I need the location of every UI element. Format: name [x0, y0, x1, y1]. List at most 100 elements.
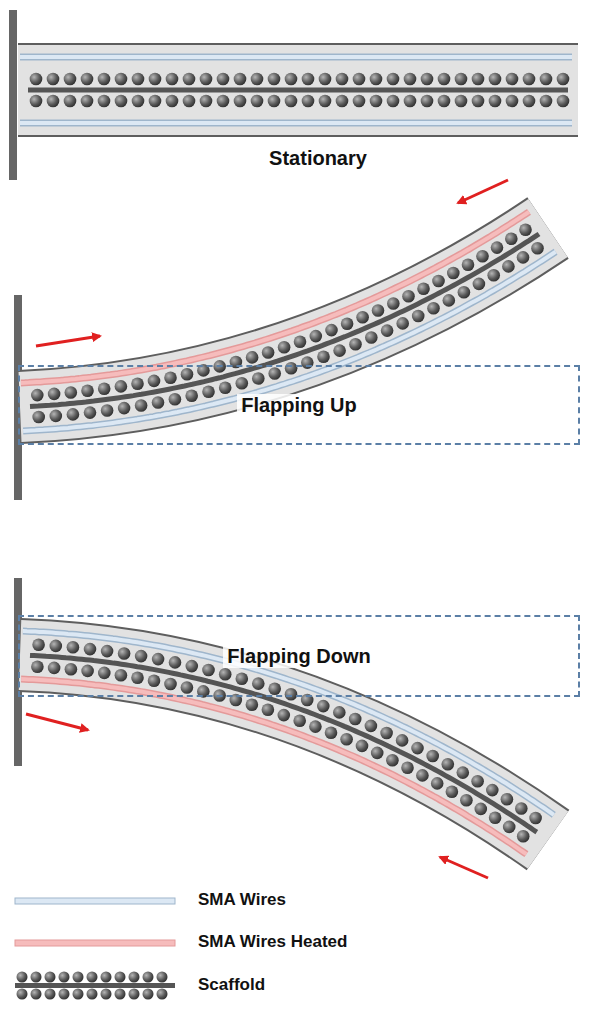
scaffold-ball [98, 667, 111, 680]
scaffold-ball [356, 740, 369, 753]
scaffold-ball [302, 73, 315, 86]
scaffold-ball [50, 640, 63, 653]
scaffold-ball [460, 794, 473, 807]
scaffold-ball [438, 73, 451, 86]
sma-wire [23, 252, 556, 431]
scaffold-ball [50, 410, 63, 423]
scaffold-ball [387, 73, 400, 86]
scaffold-ball [200, 95, 213, 108]
scaffold-ball [262, 346, 275, 359]
legend-sample [45, 972, 56, 983]
scaffold-ball [365, 331, 378, 344]
scaffold-ball [31, 389, 44, 402]
scaffold-ball [401, 761, 414, 774]
scaffold-ball [285, 73, 298, 86]
scaffold-ball [30, 73, 43, 86]
legend-sample [157, 972, 168, 983]
scaffold-ball [309, 720, 322, 733]
scaffold-ball [472, 73, 485, 86]
scaffold-ball [505, 233, 518, 246]
scaffold-ball [251, 73, 264, 86]
scaffold-ball [411, 742, 424, 755]
scaffold-ball [473, 278, 486, 291]
scaffold-ball [319, 95, 332, 108]
scaffold-bar [30, 655, 537, 832]
legend-sample [15, 983, 175, 988]
scaffold-ball [236, 673, 249, 686]
scaffold-ball [101, 404, 114, 417]
scaffold-ball [219, 381, 232, 394]
scaffold-ball [317, 700, 330, 713]
scaffold-ball [81, 73, 94, 86]
scaffold-ball [115, 73, 128, 86]
scaffold-ball [458, 286, 471, 299]
scaffold-ball [252, 372, 265, 385]
scaffold-ball [396, 317, 409, 330]
scaffold-ball [540, 73, 553, 86]
scaffold-ball [503, 821, 516, 834]
scaffold-ball [333, 344, 346, 357]
scaffold-ball [438, 95, 451, 108]
state-label: Stationary [269, 147, 367, 170]
legend-text: SMA Wires [198, 890, 286, 910]
scaffold-ball [540, 95, 553, 108]
scaffold-ball [523, 95, 536, 108]
scaffold-ball [252, 677, 265, 690]
scaffold-ball [396, 734, 409, 747]
scaffold-ball [98, 95, 111, 108]
scaffold-ball [183, 73, 196, 86]
legend-sample [157, 989, 168, 1000]
legend-sample [143, 989, 154, 1000]
scaffold-ball [501, 793, 514, 806]
scaffold-ball [519, 223, 532, 236]
scaffold-ball [217, 95, 230, 108]
sma-wire [21, 212, 529, 383]
legend-sample [101, 989, 112, 1000]
scaffold-ball [84, 406, 97, 419]
scaffold-ball [325, 324, 338, 337]
scaffold-ball [333, 706, 346, 719]
scaffold-ball [442, 758, 455, 771]
scaffold-ball [340, 733, 353, 746]
scaffold-ball [285, 95, 298, 108]
scaffold-ball [462, 258, 475, 271]
scaffold-ball [81, 95, 94, 108]
scaffold-ball [251, 95, 264, 108]
legend-sample [31, 972, 42, 983]
scaffold-ball [472, 95, 485, 108]
scaffold-ball [489, 812, 502, 825]
scaffold-ball [181, 681, 194, 694]
scaffold-ball [131, 378, 144, 391]
scaffold-ball [65, 386, 78, 399]
scaffold-ball [268, 95, 281, 108]
legend-sample [45, 989, 56, 1000]
scaffold-ball [426, 750, 439, 763]
legend-sample [143, 972, 154, 983]
sma-wire [23, 252, 556, 431]
sma-wire [20, 55, 572, 59]
scaffold-ball [268, 73, 281, 86]
scaffold-ball [118, 647, 131, 660]
scaffold-ball [32, 411, 45, 424]
legend-sample [59, 972, 70, 983]
legend-sample [129, 989, 140, 1000]
scaffold-ball [152, 653, 165, 666]
dashed-region: Flapping Up [18, 365, 580, 445]
scaffold-ball [557, 73, 570, 86]
scaffold-ball [135, 399, 148, 412]
legend-sample [17, 989, 28, 1000]
scaffold-ball [148, 375, 161, 388]
scaffold-ball [32, 639, 45, 652]
scaffold-bar [28, 88, 568, 93]
beam-part [18, 43, 578, 137]
scaffold-ball [475, 803, 488, 816]
scaffold-ball [557, 95, 570, 108]
scaffold-ball [353, 73, 366, 86]
sma-wire [23, 631, 554, 815]
sma-wire [20, 120, 572, 127]
scaffold-ball [293, 714, 306, 727]
sma-wire [20, 54, 572, 61]
scaffold-ball [148, 675, 161, 688]
beam [18, 57, 578, 123]
scaffold-ball [446, 785, 459, 798]
